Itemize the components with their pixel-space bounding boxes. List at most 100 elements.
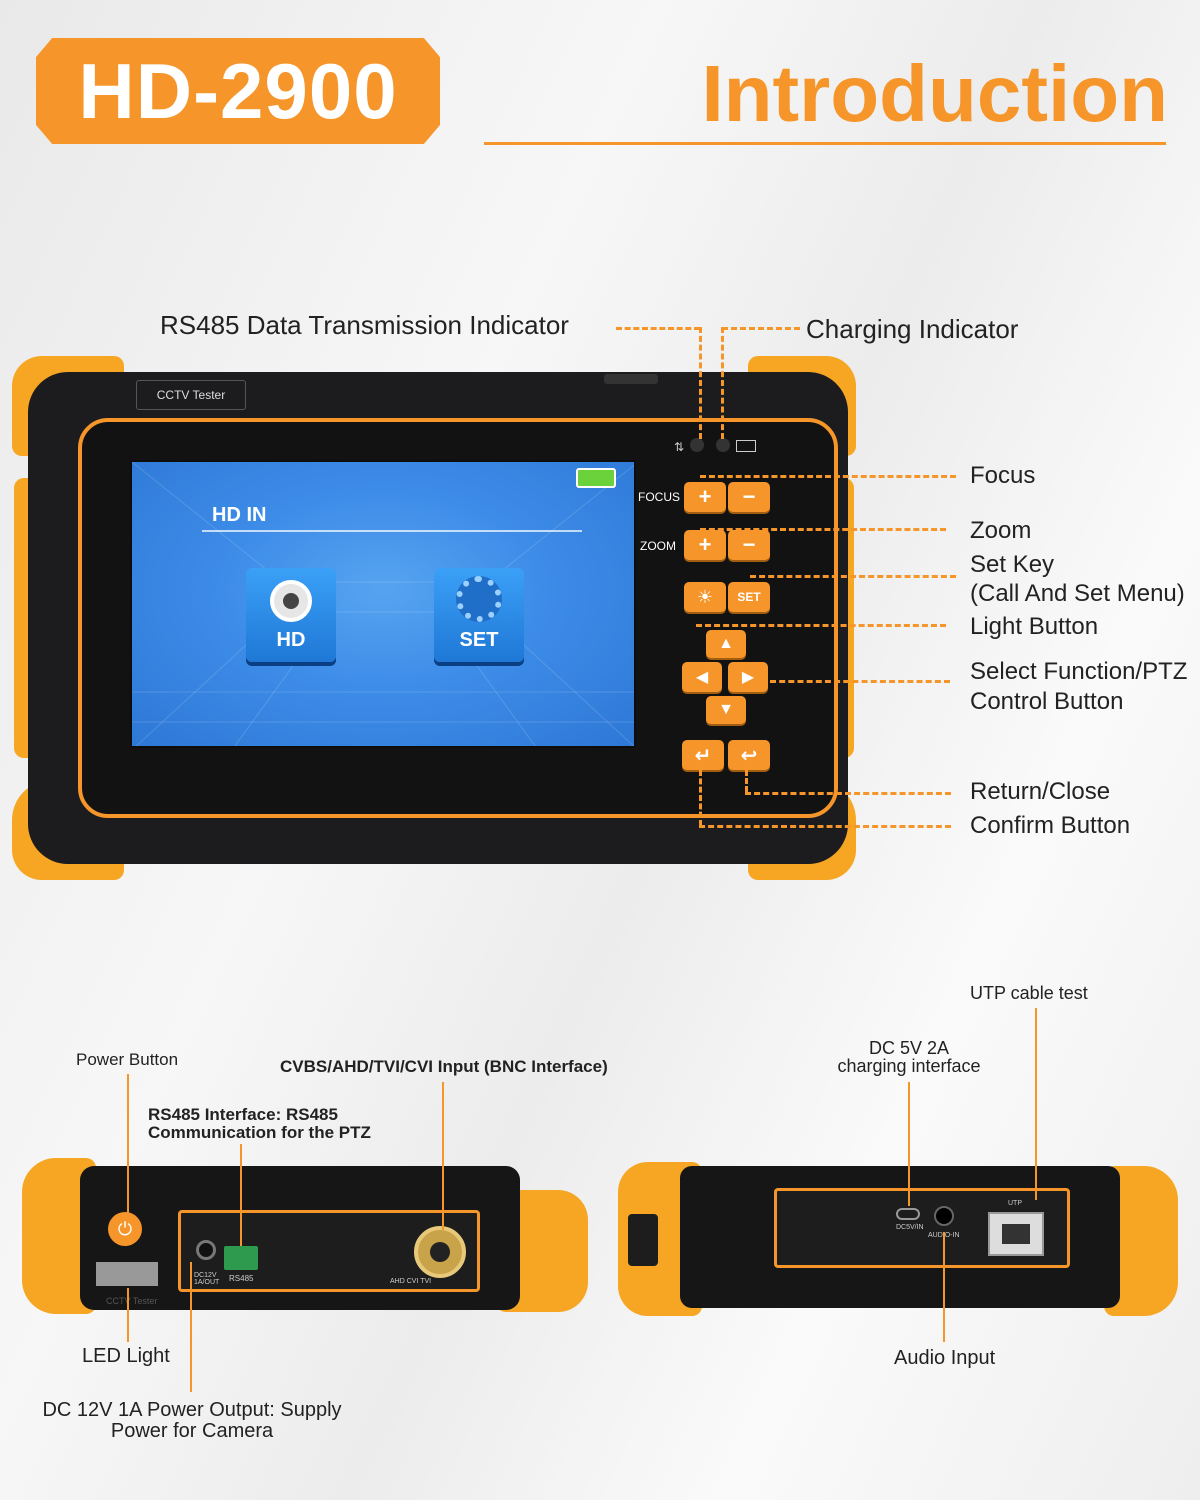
leader-light-button [696, 624, 946, 627]
right-arrow-icon: ▶ [741, 669, 755, 686]
hd-tile-caption: HD [276, 629, 306, 651]
hd-tile[interactable]: HD [246, 568, 336, 662]
callout-rs485-interface: RS485 Interface: RS485 [148, 1105, 338, 1124]
callout-focus: Focus [970, 462, 1036, 489]
screen-title: HD IN [212, 504, 267, 526]
leader-rs485-iface [240, 1144, 242, 1246]
down-arrow-button[interactable]: ▼ [706, 696, 746, 724]
screen-grid-bg [132, 462, 634, 746]
up-arrow-button[interactable]: ▲ [706, 630, 746, 658]
leader-dc12v [190, 1262, 192, 1392]
leader-bnc [442, 1082, 444, 1230]
leader-return-h [745, 792, 951, 795]
lanyard-slot [628, 1214, 658, 1266]
light-button[interactable]: ☀ [684, 582, 726, 612]
zoom-minus-button[interactable]: − [728, 530, 770, 560]
leader-charging-v [721, 327, 724, 439]
callout-confirm-button: Confirm Button [970, 812, 1131, 839]
set-key-button[interactable]: SET [728, 582, 770, 612]
callout-zoom: Zoom [970, 517, 1032, 544]
charging-indicator-led [716, 438, 730, 452]
callout-set-key-sub: (Call And Set Menu) [970, 580, 1185, 607]
title-underline [484, 142, 1166, 145]
down-arrow-icon: ▼ [718, 701, 734, 718]
leader-return-v [745, 770, 748, 792]
leader-dc5v [908, 1082, 910, 1206]
leader-zoom [700, 528, 946, 531]
leader-power [127, 1074, 129, 1214]
callout-audio-input: Audio Input [894, 1347, 996, 1369]
callout-dc5v-sub: charging interface [837, 1056, 981, 1076]
callout-rs485-indicator: RS485 Data Transmission Indicator [160, 310, 569, 340]
callout-set-key: Set Key [970, 551, 1055, 578]
data-arrows-icon: ⇅ [674, 440, 685, 454]
leader-select-function [770, 680, 950, 683]
callout-dc12v-sub: Power for Camera [110, 1420, 274, 1442]
leader-rs485-h [616, 327, 700, 330]
confirm-button[interactable]: ↵ [682, 740, 724, 770]
gear-icon [456, 576, 502, 622]
return-close-button[interactable]: ↩ [728, 740, 770, 770]
callout-led-light: LED Light [82, 1345, 170, 1367]
leader-audio [943, 1232, 945, 1342]
power-icon[interactable]: ⏻ [108, 1212, 142, 1246]
return-icon: ↩ [740, 744, 758, 767]
left-side-body-text: CCTV Tester [106, 1296, 158, 1306]
dc12v-port-label: DC12V 1A/OUT [194, 1272, 220, 1286]
leader-rs485-v [699, 327, 702, 439]
battery-charge-icon [736, 440, 756, 452]
page-title: Introduction [701, 49, 1168, 138]
battery-icon [576, 468, 616, 488]
rs485-indicator-led [690, 438, 704, 452]
model-name: HD-2900 [78, 46, 398, 135]
rj45-port[interactable] [988, 1212, 1044, 1256]
right-arrow-button[interactable]: ▶ [728, 662, 768, 692]
callout-power-button: Power Button [76, 1050, 179, 1069]
callout-return-close: Return/Close [970, 778, 1111, 805]
left-arrow-icon: ◀ [695, 669, 709, 686]
callout-select-function: Select Function/PTZ [970, 658, 1188, 685]
rs485-port-label: RS485 [229, 1274, 254, 1283]
top-connector [604, 374, 658, 384]
camera-icon [270, 580, 312, 622]
bnc-connector[interactable] [414, 1226, 466, 1278]
leader-set-key [750, 575, 956, 578]
callout-select-function-sub: Control Button [970, 688, 1124, 715]
lcd-screen: HD IN HD SET [130, 460, 636, 748]
dc12v-port[interactable] [196, 1240, 216, 1260]
zoom-plus-button[interactable]: + [684, 530, 726, 560]
zoom-key-label: ZOOM [640, 539, 676, 553]
device-label: CCTV Tester [136, 380, 246, 410]
callout-utp-test: UTP cable test [970, 983, 1088, 1003]
callout-bnc-input: CVBS/AHD/TVI/CVI Input (BNC Interface) [280, 1057, 608, 1076]
leader-charging-h [722, 327, 800, 330]
focus-plus-button[interactable]: + [684, 482, 726, 512]
leader-confirm-h [699, 825, 951, 828]
leader-led [127, 1288, 129, 1342]
bnc-port-label: AHD CVI TVI [390, 1278, 432, 1285]
model-badge: HD-2900 [36, 38, 440, 144]
left-arrow-button[interactable]: ◀ [682, 662, 722, 692]
set-tile-caption: SET [459, 629, 499, 651]
callout-dc5v: DC 5V 2A [868, 1038, 950, 1058]
callout-dc12v: DC 12V 1A Power Output: Supply [42, 1399, 342, 1421]
audio-jack[interactable] [934, 1206, 954, 1226]
enter-icon: ↵ [694, 744, 712, 767]
dc5v-port-label: DC5V/IN [896, 1224, 924, 1231]
up-arrow-icon: ▲ [718, 635, 734, 652]
callout-charging-indicator: Charging Indicator [806, 314, 1019, 344]
focus-minus-button[interactable]: − [728, 482, 770, 512]
focus-key-label: FOCUS [638, 490, 680, 504]
set-tile[interactable]: SET [434, 568, 524, 662]
callout-light-button: Light Button [970, 613, 1099, 640]
leader-utp [1035, 1008, 1037, 1200]
screen-title-rule [202, 530, 582, 532]
callout-rs485-interface-sub: Communication for the PTZ [148, 1123, 371, 1142]
led-light [96, 1262, 158, 1286]
leader-focus [700, 475, 956, 478]
utp-port-label: UTP [1008, 1200, 1022, 1207]
set-key-label: SET [737, 590, 761, 604]
usb-c-port[interactable] [896, 1208, 920, 1220]
rs485-terminal[interactable] [224, 1246, 258, 1270]
light-bulb-icon: ☀ [696, 586, 714, 607]
